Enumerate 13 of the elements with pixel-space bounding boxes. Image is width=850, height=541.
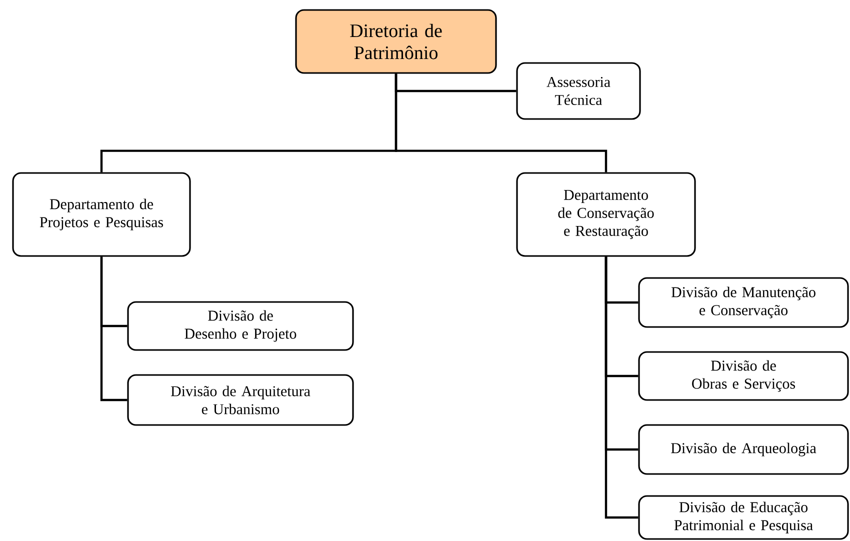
org-box: Divisão de Manutenção e Conservação xyxy=(638,277,849,328)
org-box: Divisão de Arqueologia xyxy=(638,424,849,475)
connector-line xyxy=(100,256,128,402)
org-box: Divisão de Arquitetura e Urbanismo xyxy=(127,374,354,426)
org-box: Divisão de Educação Patrimonial e Pesquisa xyxy=(638,495,849,540)
connector-line xyxy=(394,74,608,172)
org-box: Divisão de Desenho e Projeto xyxy=(127,301,354,351)
connector-line xyxy=(604,256,638,519)
org-box: Departamento de Conservação e Restauração xyxy=(516,172,696,257)
org-box: Divisão de Obras e Serviços xyxy=(638,351,849,401)
org-box: Assessoria Técnica xyxy=(516,62,641,120)
org-box: Diretoria de Patrimônio xyxy=(295,9,497,74)
org-box: Departamento de Projetos e Pesquisas xyxy=(12,172,191,257)
